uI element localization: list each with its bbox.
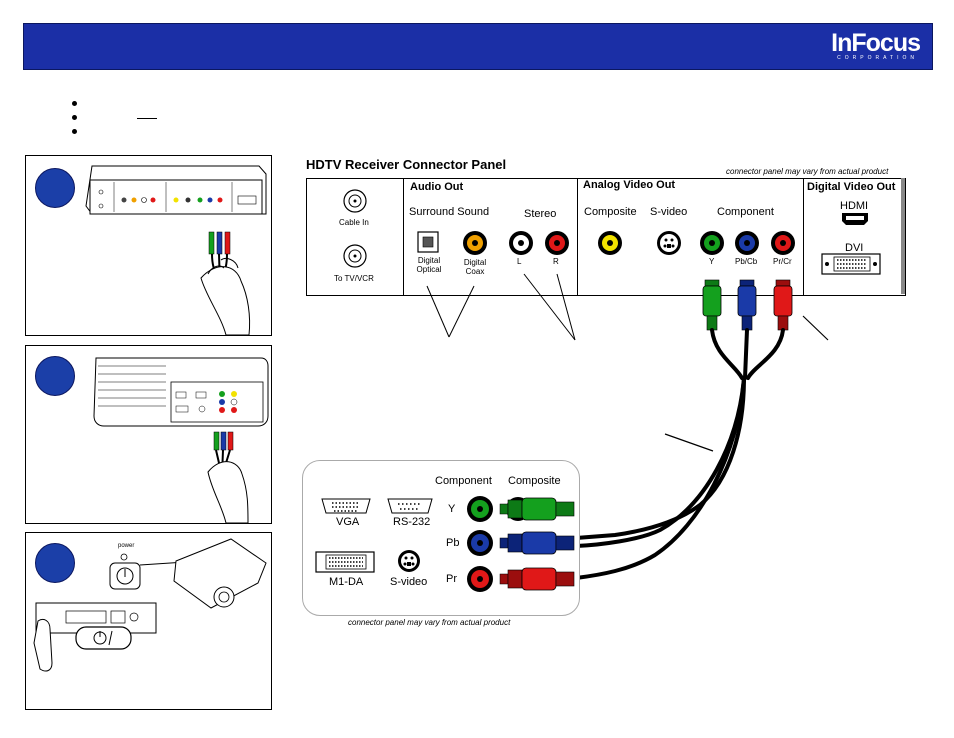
bullet-2 xyxy=(72,115,77,120)
step-1-panel xyxy=(25,155,272,336)
step-2-panel xyxy=(25,345,272,524)
projector-composite-label: Composite xyxy=(508,475,561,487)
component-pbcb-label: Pb/Cb xyxy=(735,257,758,266)
component-label: Component xyxy=(717,206,774,218)
component-y-label: Y xyxy=(709,257,715,266)
hdmi-label: HDMI xyxy=(840,200,869,212)
underline-mark xyxy=(137,118,157,119)
m1da-connector xyxy=(315,551,375,573)
component-y-jack xyxy=(700,231,724,255)
projector-pb-jack xyxy=(467,530,493,556)
svideo-jack xyxy=(657,231,681,255)
composite-label: Composite xyxy=(584,206,637,218)
projector-rs232-label: RS-232 xyxy=(393,516,431,528)
stereo-r-jack xyxy=(545,231,569,255)
projector-y-label: Y xyxy=(448,503,456,515)
component-prcr-label: Pr/Cr xyxy=(773,257,792,266)
projector-svideo-label: S-video xyxy=(390,576,428,588)
digital-video-out-header: Digital Video Out xyxy=(807,181,896,193)
surround-sound-label: Surround Sound xyxy=(409,206,490,218)
stereo-l-jack xyxy=(509,231,533,255)
step-3-badge xyxy=(35,543,75,583)
cable-plug-red-top xyxy=(773,279,793,331)
projector-pr-jack xyxy=(467,566,493,592)
infocus-logo: InFocus xyxy=(831,29,921,57)
digital-optical-label: Digital Optical xyxy=(416,256,442,274)
stereo-l-label: L xyxy=(517,257,522,266)
panel-note: connector panel may vary from actual pro… xyxy=(726,167,889,176)
digital-coax-label: Digital Coax xyxy=(463,258,487,276)
projector-component-label: Component xyxy=(435,475,492,487)
rs232-connector xyxy=(387,498,433,514)
audio-out-header: Audio Out xyxy=(410,181,464,193)
step-3-illustration xyxy=(33,538,267,672)
composite-jack xyxy=(598,231,622,255)
bullet-3 xyxy=(72,129,77,134)
step-1-badge xyxy=(35,168,75,208)
cable-plug-red-bottom xyxy=(499,567,575,591)
projector-note: connector panel may vary from actual pro… xyxy=(348,618,511,627)
projector-pb-label: Pb xyxy=(446,537,460,549)
step-3-panel: power xyxy=(25,532,272,710)
component-pr-jack xyxy=(771,231,795,255)
projector-pr-label: Pr xyxy=(446,573,457,585)
to-tv-connector xyxy=(343,244,367,268)
component-cable xyxy=(574,328,785,580)
power-label: power xyxy=(118,543,135,549)
analog-video-out-header: Analog Video Out xyxy=(583,179,676,191)
component-pb-jack xyxy=(735,231,759,255)
stereo-label: Stereo xyxy=(524,208,557,220)
step-1-illustration xyxy=(85,165,267,336)
pointer-lines xyxy=(426,273,829,452)
cable-plug-blue-bottom xyxy=(499,531,575,555)
panel-shadow xyxy=(901,178,905,294)
hdmi-connector xyxy=(842,213,868,225)
digital-optical-connector xyxy=(417,231,439,253)
digital-coax-jack xyxy=(463,231,487,255)
vga-connector xyxy=(321,498,371,514)
svideo-label: S-video xyxy=(650,206,688,218)
cable-in-label: Cable In xyxy=(339,218,369,227)
stereo-r-label: R xyxy=(553,257,559,266)
header-banner: InFocus CORPORATION xyxy=(23,23,933,70)
step-2-illustration xyxy=(93,357,269,524)
cable-plug-green-top xyxy=(702,279,722,331)
projector-vga-label: VGA xyxy=(336,516,360,528)
projector-svideo-jack xyxy=(398,550,420,572)
dvi-label: DVI xyxy=(845,242,864,254)
cable-plug-blue-top xyxy=(737,279,757,331)
cable-plug-green-bottom xyxy=(499,497,575,521)
cable-in-connector xyxy=(343,189,367,213)
panel-title: HDTV Receiver Connector Panel xyxy=(306,157,507,172)
projector-y-jack xyxy=(467,496,493,522)
dvi-connector xyxy=(821,253,881,275)
step-2-badge xyxy=(35,356,75,396)
bullet-1 xyxy=(72,101,77,106)
to-tv-vcr-label: To TV/VCR xyxy=(334,274,374,283)
projector-m1da-label: M1-DA xyxy=(329,576,364,588)
infocus-logo-sub: CORPORATION xyxy=(837,55,918,61)
